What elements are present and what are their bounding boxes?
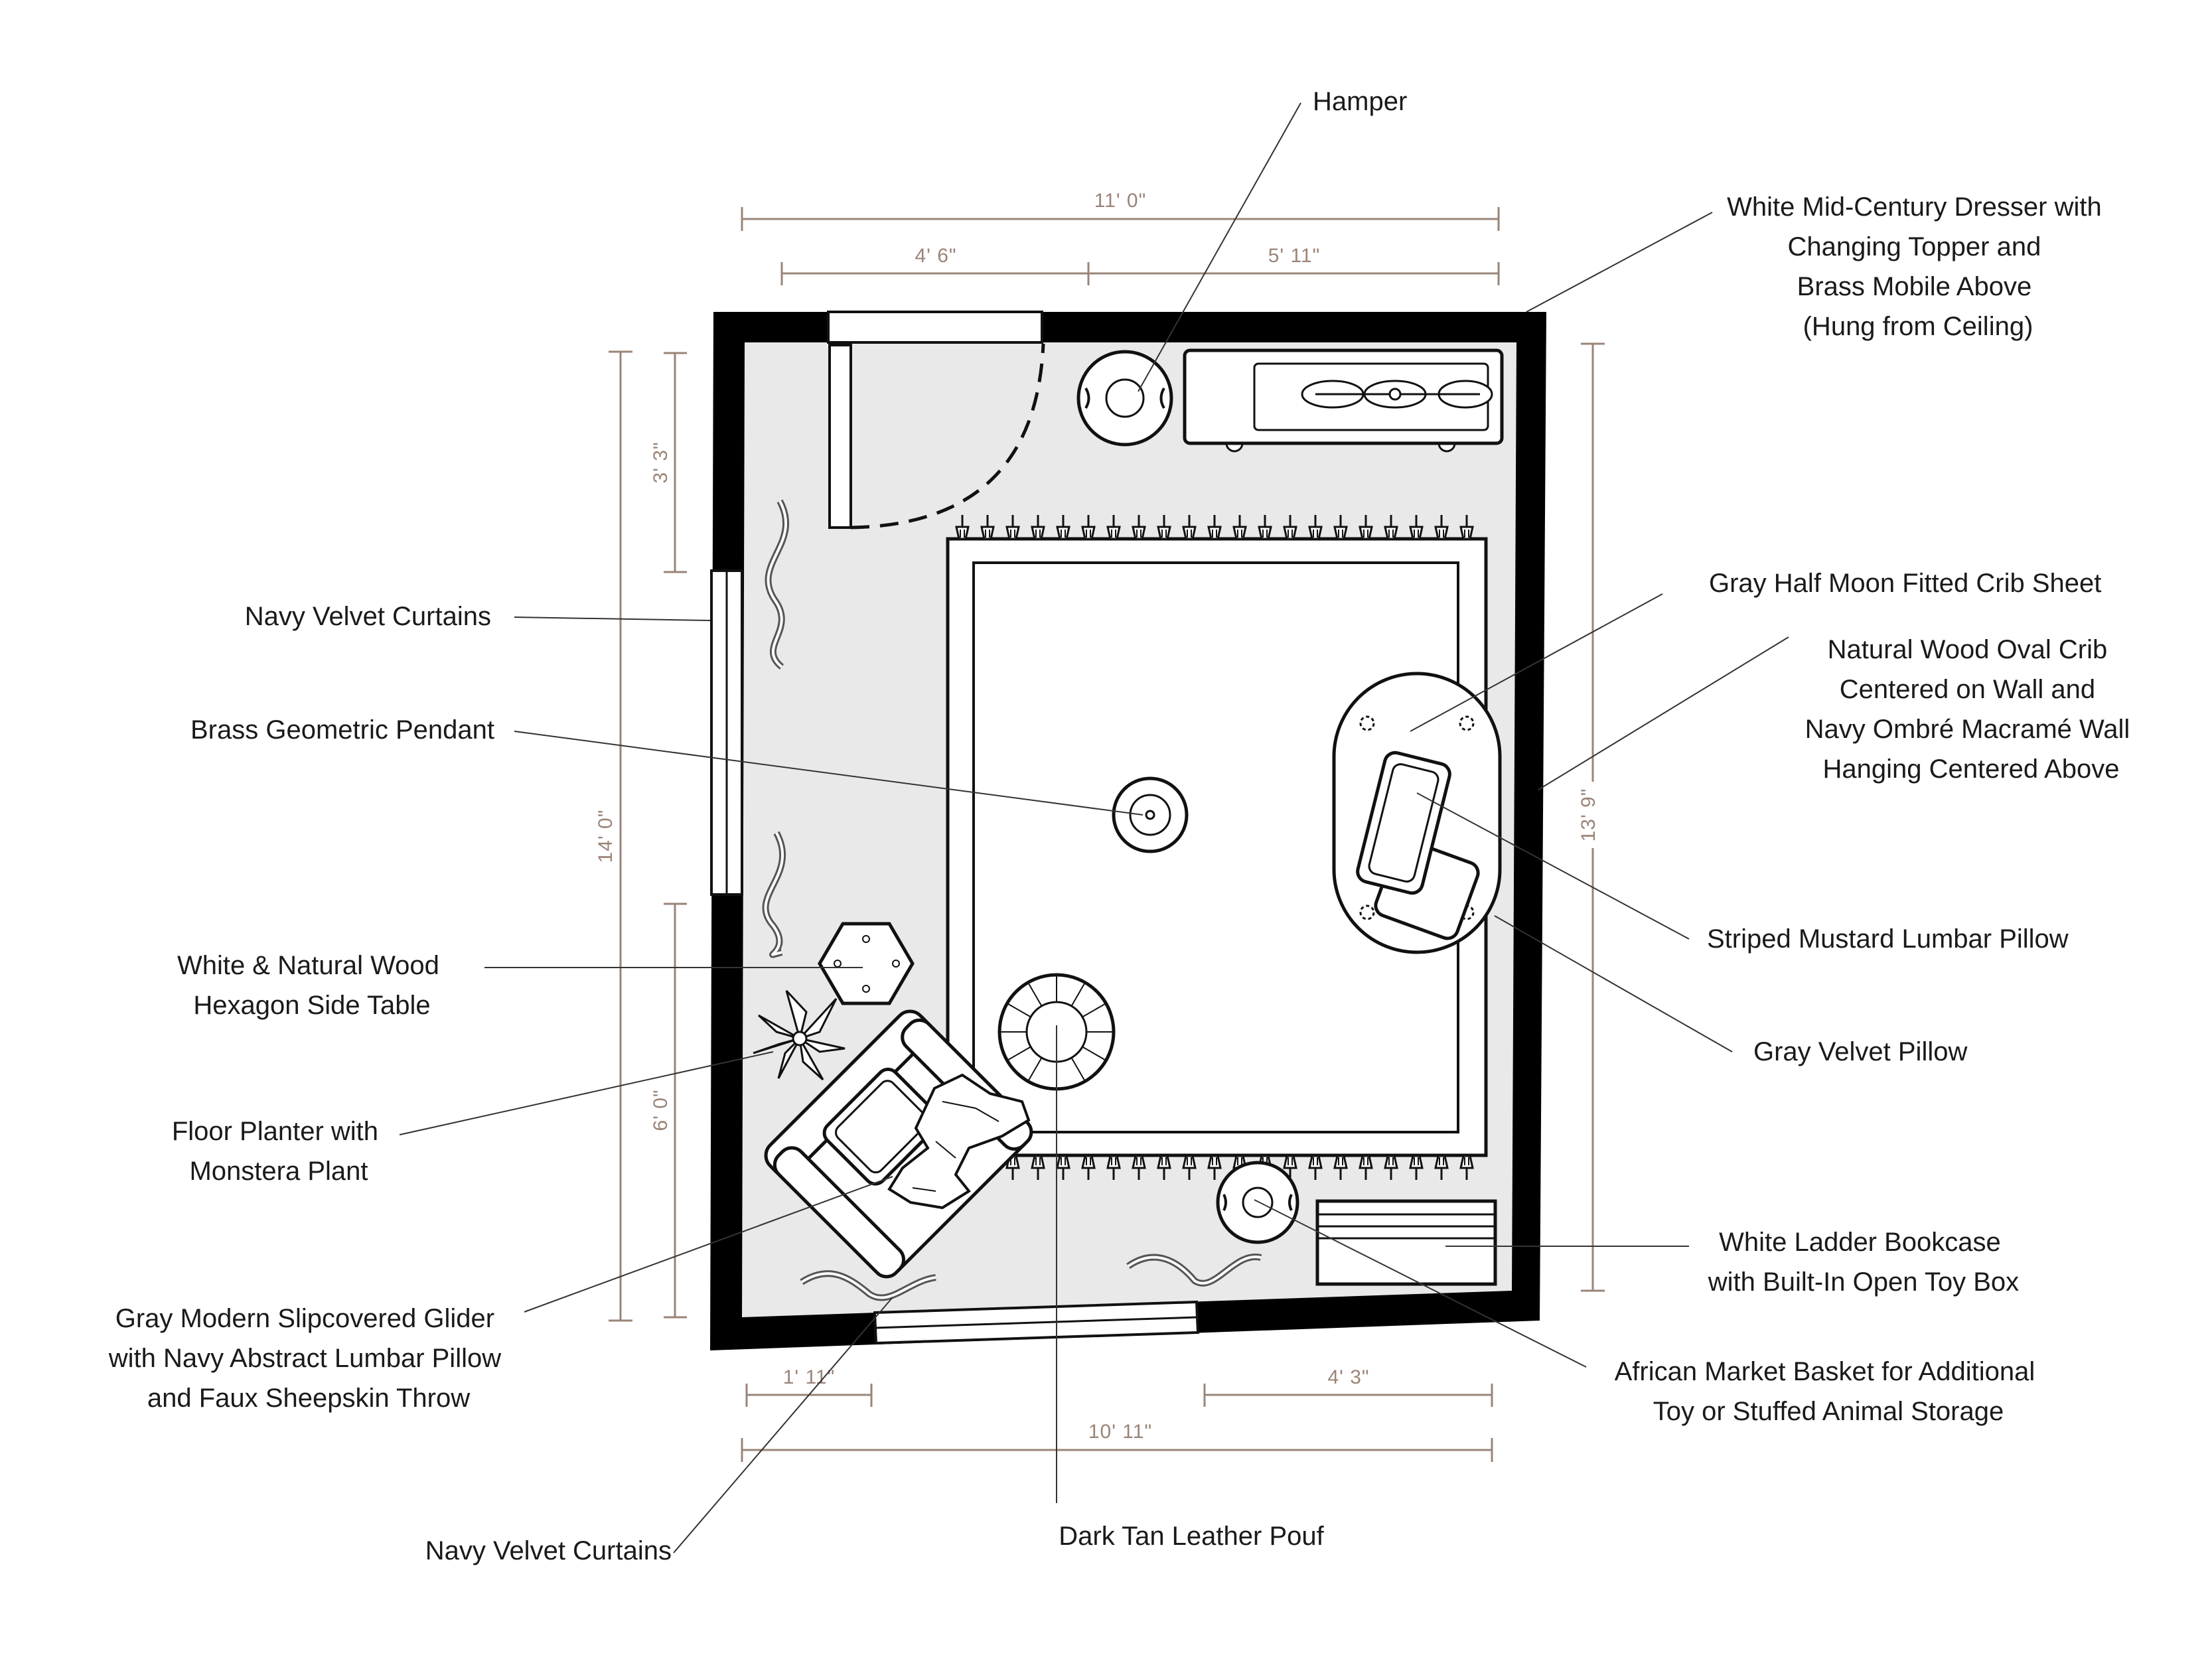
door — [827, 311, 1045, 530]
crib — [1332, 672, 1502, 954]
pouf-seam — [1007, 1046, 1031, 1061]
label-dresser-line-2: Changing Topper and — [1788, 232, 2041, 261]
hexagon-side-table — [818, 922, 915, 1005]
label-gray-pillow: Gray Velvet Pillow — [1753, 1037, 1967, 1066]
label-glider: Gray Modern Slipcovered Glider with Navy… — [108, 1304, 508, 1413]
label-crib-line-3: Navy Ombré Macramé Wall — [1805, 715, 2130, 744]
lumbar-pillow — [822, 1067, 941, 1186]
labels: Hamper White Mid-Century Dresser with Ch… — [108, 87, 2138, 1565]
label-crib-sheet: Gray Half Moon Fitted Crib Sheet — [1709, 569, 2101, 598]
label-basket-line-1: African Market Basket for Additional — [1615, 1357, 2035, 1386]
label-glider-line-3: and Faux Sheepskin Throw — [147, 1384, 470, 1413]
dim-bottom-left: 1' 11" — [783, 1366, 836, 1388]
label-basket-line-2: Toy or Stuffed Animal Storage — [1653, 1397, 2004, 1426]
door-leaf — [828, 344, 852, 529]
pouf-seam — [1027, 1057, 1043, 1082]
label-bookcase-line-2: with Built-In Open Toy Box — [1708, 1267, 2019, 1297]
dim-left-total: 14' 0" — [595, 810, 617, 863]
dimension-bottom-total: 10' 11" — [741, 1421, 1493, 1462]
label-dresser: White Mid-Century Dresser with Changing … — [1727, 192, 2109, 341]
label-glider-line-1: Gray Modern Slipcovered Glider — [115, 1304, 494, 1333]
market-basket — [1216, 1161, 1299, 1244]
dimension-top-right: 5' 11" — [1088, 245, 1500, 285]
curtains-bottom-right — [1126, 1253, 1262, 1287]
label-pouf: Dark Tan Leather Pouf — [1059, 1522, 1324, 1551]
dim-top-total: 11' 0" — [1094, 190, 1147, 212]
label-dresser-line-1: White Mid-Century Dresser with — [1727, 192, 2102, 222]
monstera-planter — [753, 989, 846, 1081]
label-crib-line-1: Natural Wood Oval Crib — [1828, 635, 2108, 664]
dimension-left-lower: 6' 0" — [650, 902, 687, 1319]
dresser — [1183, 348, 1504, 453]
dim-bottom-total: 10' 11" — [1088, 1421, 1152, 1443]
pendant-light — [1112, 776, 1189, 853]
label-planter-line-1: Floor Planter with — [172, 1117, 378, 1146]
pouf-seam — [1082, 1003, 1106, 1018]
door-opening — [827, 311, 1043, 344]
dimension-right-total: 13' 9" — [1573, 342, 1605, 1292]
dim-top-left: 4' 6" — [915, 245, 956, 267]
label-pendant: Brass Geometric Pendant — [190, 715, 494, 745]
label-crib-line-4: Hanging Centered Above — [1823, 755, 2120, 784]
label-curtains-left: Navy Velvet Curtains — [245, 602, 491, 631]
label-crib-line-2: Centered on Wall and — [1840, 675, 2095, 704]
label-planter-line-2: Monstera Plant — [189, 1157, 368, 1186]
label-planter: Floor Planter with Monstera Plant — [172, 1117, 386, 1186]
label-crib: Natural Wood Oval Crib Centered on Wall … — [1805, 635, 2138, 784]
pouf-seam — [1070, 1057, 1086, 1082]
dim-bottom-right: 4' 3" — [1327, 1366, 1369, 1388]
curtains-bottom-left — [800, 1270, 936, 1301]
label-dresser-line-3: Brass Mobile Above — [1797, 272, 2032, 301]
pouf-seam — [1027, 982, 1043, 1007]
brass-mobile — [1301, 380, 1493, 409]
label-curtains-bottom: Navy Velvet Curtains — [425, 1536, 672, 1565]
dimension-bottom-left: 1' 11" — [745, 1366, 873, 1407]
hamper — [1076, 350, 1173, 447]
door-swing-arc — [850, 343, 1045, 530]
ladder-bookcase — [1315, 1199, 1497, 1286]
dim-right-total: 13' 9" — [1578, 788, 1599, 842]
label-bookcase: White Ladder Bookcase with Built-In Open… — [1708, 1228, 2019, 1297]
label-hamper: Hamper — [1313, 87, 1407, 116]
dimension-top-left: 4' 6" — [780, 245, 1090, 285]
label-mustard-pillow: Striped Mustard Lumbar Pillow — [1707, 924, 2069, 954]
pouf-seam — [1070, 982, 1086, 1007]
dim-top-right: 5' 11" — [1268, 245, 1321, 267]
curtains-left-lower — [762, 831, 786, 958]
label-dresser-line-4: (Hung from Ceiling) — [1803, 312, 2033, 341]
label-side-table-line-2: Hexagon Side Table — [193, 991, 430, 1020]
pouf-seam — [1082, 1046, 1106, 1061]
dim-left-upper: 3' 3" — [650, 441, 672, 483]
leader-lines — [399, 102, 1789, 1553]
dimension-left-total: 14' 0" — [595, 350, 632, 1322]
label-bookcase-line-1: White Ladder Bookcase — [1719, 1228, 2001, 1257]
label-glider-line-2: with Navy Abstract Lumbar Pillow — [108, 1344, 501, 1373]
dimension-left-upper: 3' 3" — [650, 352, 687, 573]
dimension-top-total: 11' 0" — [741, 187, 1500, 231]
pouf-seam — [1007, 1003, 1031, 1018]
window-bottom — [873, 1300, 1200, 1345]
curtains-left-upper — [765, 499, 790, 670]
sheepskin-throw — [887, 1073, 1031, 1210]
label-side-table: White & Natural Wood Hexagon Side Table — [177, 951, 447, 1020]
dim-left-lower: 6' 0" — [650, 1089, 672, 1131]
dimension-bottom-right: 4' 3" — [1203, 1366, 1493, 1407]
label-side-table-line-1: White & Natural Wood — [177, 951, 439, 980]
label-basket: African Market Basket for Additional Toy… — [1615, 1357, 2043, 1426]
window-left — [710, 569, 743, 896]
mustard-lumbar-pillow — [1356, 751, 1451, 895]
